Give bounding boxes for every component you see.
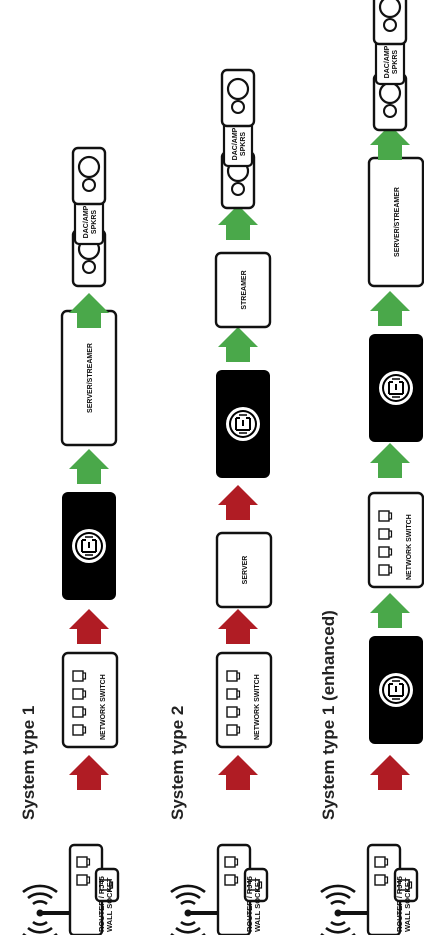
wifi-icon [169, 883, 220, 935]
system-type-1-enhanced: System type 1 (enhanced) ROUTER / RJ45 W… [319, 0, 424, 935]
wall-socket [94, 867, 120, 903]
switch-label: NETWORK SWITCH [100, 674, 107, 740]
server-label: SERVER [242, 556, 249, 585]
arrow-up-green [69, 293, 109, 328]
arrow-up-red [218, 609, 258, 644]
wall-socket-label: WALL SOCKET [105, 877, 114, 932]
ethernet-port-icon [224, 856, 239, 868]
system-title: System type 2 [168, 706, 187, 820]
arrow-up-green [370, 593, 410, 628]
arrow-up-green [370, 125, 410, 160]
ethernet-port-icon [378, 510, 393, 522]
speaker-icon [372, 0, 408, 46]
system-type-2: System type 2 ROUTER / RJ45 WALL SOCKET … [168, 68, 273, 935]
ethernet-port-icon [378, 528, 393, 540]
wall-socket [393, 867, 419, 903]
network-switch [61, 651, 119, 749]
server-streamer-label: SERVER/STREAMER [87, 343, 94, 413]
ethernet-port-icon [226, 670, 241, 682]
ethernet-port-icon [72, 706, 87, 718]
arrow-up-green [370, 443, 410, 478]
switch-label: NETWORK SWITCH [254, 674, 261, 740]
dac-label: DAC/AMP [232, 127, 239, 160]
ethernet-port-icon [378, 564, 393, 576]
arrow-up-green [218, 205, 258, 240]
ethernet-port-icon [224, 874, 239, 886]
wifi-icon [319, 883, 370, 935]
ethernet-port-icon [374, 874, 389, 886]
ethernet-port-icon [72, 724, 87, 736]
arrow-up-green [69, 449, 109, 484]
ethernet-port-icon [76, 856, 91, 868]
arrow-up-green [370, 291, 410, 326]
wall-socket [243, 867, 269, 903]
ethernet-port-icon [226, 688, 241, 700]
ethernet-port-icon [76, 874, 91, 886]
ethernet-port-icon [72, 670, 87, 682]
ethernet-port-icon [374, 856, 389, 868]
wifi-icon [21, 883, 72, 935]
server-streamer-label: SERVER/STREAMER [394, 187, 401, 257]
switch-label: NETWORK SWITCH [406, 514, 413, 580]
server [215, 531, 273, 609]
arrow-up-red [370, 755, 410, 790]
router-label: ROUTER / RJ45 [97, 876, 106, 932]
dac-label: DAC/AMP [83, 205, 90, 238]
isolator-logo-icon [368, 635, 424, 745]
wall-socket-label: WALL SOCKET [403, 877, 412, 932]
system-type-1: System type 1 ROUTER / RJ45 WALL SOCKET … [19, 146, 120, 935]
arrow-up-green [218, 327, 258, 362]
arrow-up-red [218, 755, 258, 790]
network-switch [367, 491, 424, 589]
spkrs-label: SPKRS [91, 210, 98, 234]
isolator-logo-icon [368, 333, 424, 443]
ethernet-port-icon [72, 688, 87, 700]
speaker-icon [71, 146, 107, 206]
streamer [214, 251, 272, 329]
spkrs-label: SPKRS [240, 132, 247, 156]
arrow-up-red [69, 755, 109, 790]
isolator-logo-icon [61, 491, 117, 601]
arrow-up-red [218, 485, 258, 520]
system-title: System type 1 (enhanced) [319, 610, 338, 820]
dac-label: DAC/AMP [384, 45, 391, 78]
spkrs-label: SPKRS [392, 50, 399, 74]
router-label: ROUTER / RJ45 [245, 876, 254, 932]
system-title: System type 1 [19, 706, 38, 820]
ethernet-port-icon [226, 724, 241, 736]
ethernet-port-icon [378, 546, 393, 558]
router-label: ROUTER / RJ45 [395, 876, 404, 932]
wall-socket-label: WALL SOCKET [253, 877, 262, 932]
streamer-label: STREAMER [241, 270, 248, 309]
network-switch [215, 651, 273, 749]
ethernet-port-icon [226, 706, 241, 718]
isolator-logo-icon [215, 369, 271, 479]
arrow-up-red [69, 609, 109, 644]
speaker-icon [220, 68, 256, 128]
